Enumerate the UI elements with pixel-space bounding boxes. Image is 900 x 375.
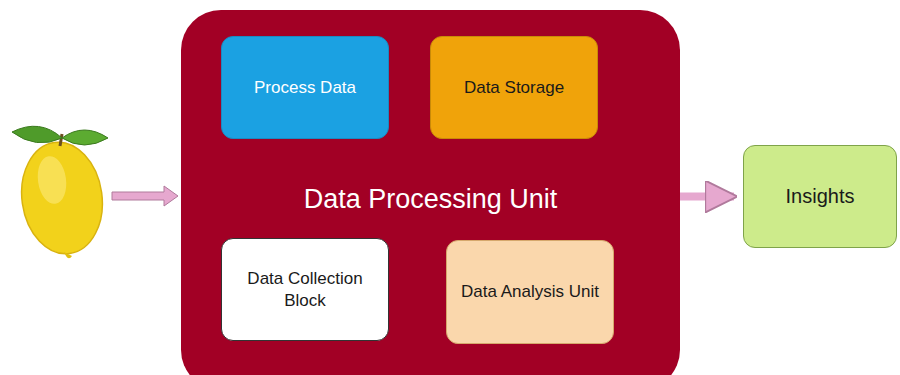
node-label: Insights [786, 184, 855, 209]
flow-arrow [680, 193, 734, 201]
node-label: Process Data [254, 77, 356, 98]
output-box: Insights [743, 145, 897, 248]
input-arrow [112, 186, 178, 206]
node-label: Data Collection Block [236, 268, 374, 311]
collection-box: Data Collection Block [221, 238, 389, 341]
node-label: Data Storage [464, 77, 564, 98]
unit-panel: Data Processing Unit Process Data Data Sto… [181, 10, 680, 375]
storage-box: Data Storage [430, 36, 598, 139]
node-label: Data Analysis Unit [461, 281, 599, 302]
lemon-illustration [12, 126, 109, 259]
node-label: Data Processing Unit [304, 183, 558, 217]
process-box: Process Data [221, 36, 389, 139]
analysis-box: Data Analysis Unit [446, 240, 614, 344]
